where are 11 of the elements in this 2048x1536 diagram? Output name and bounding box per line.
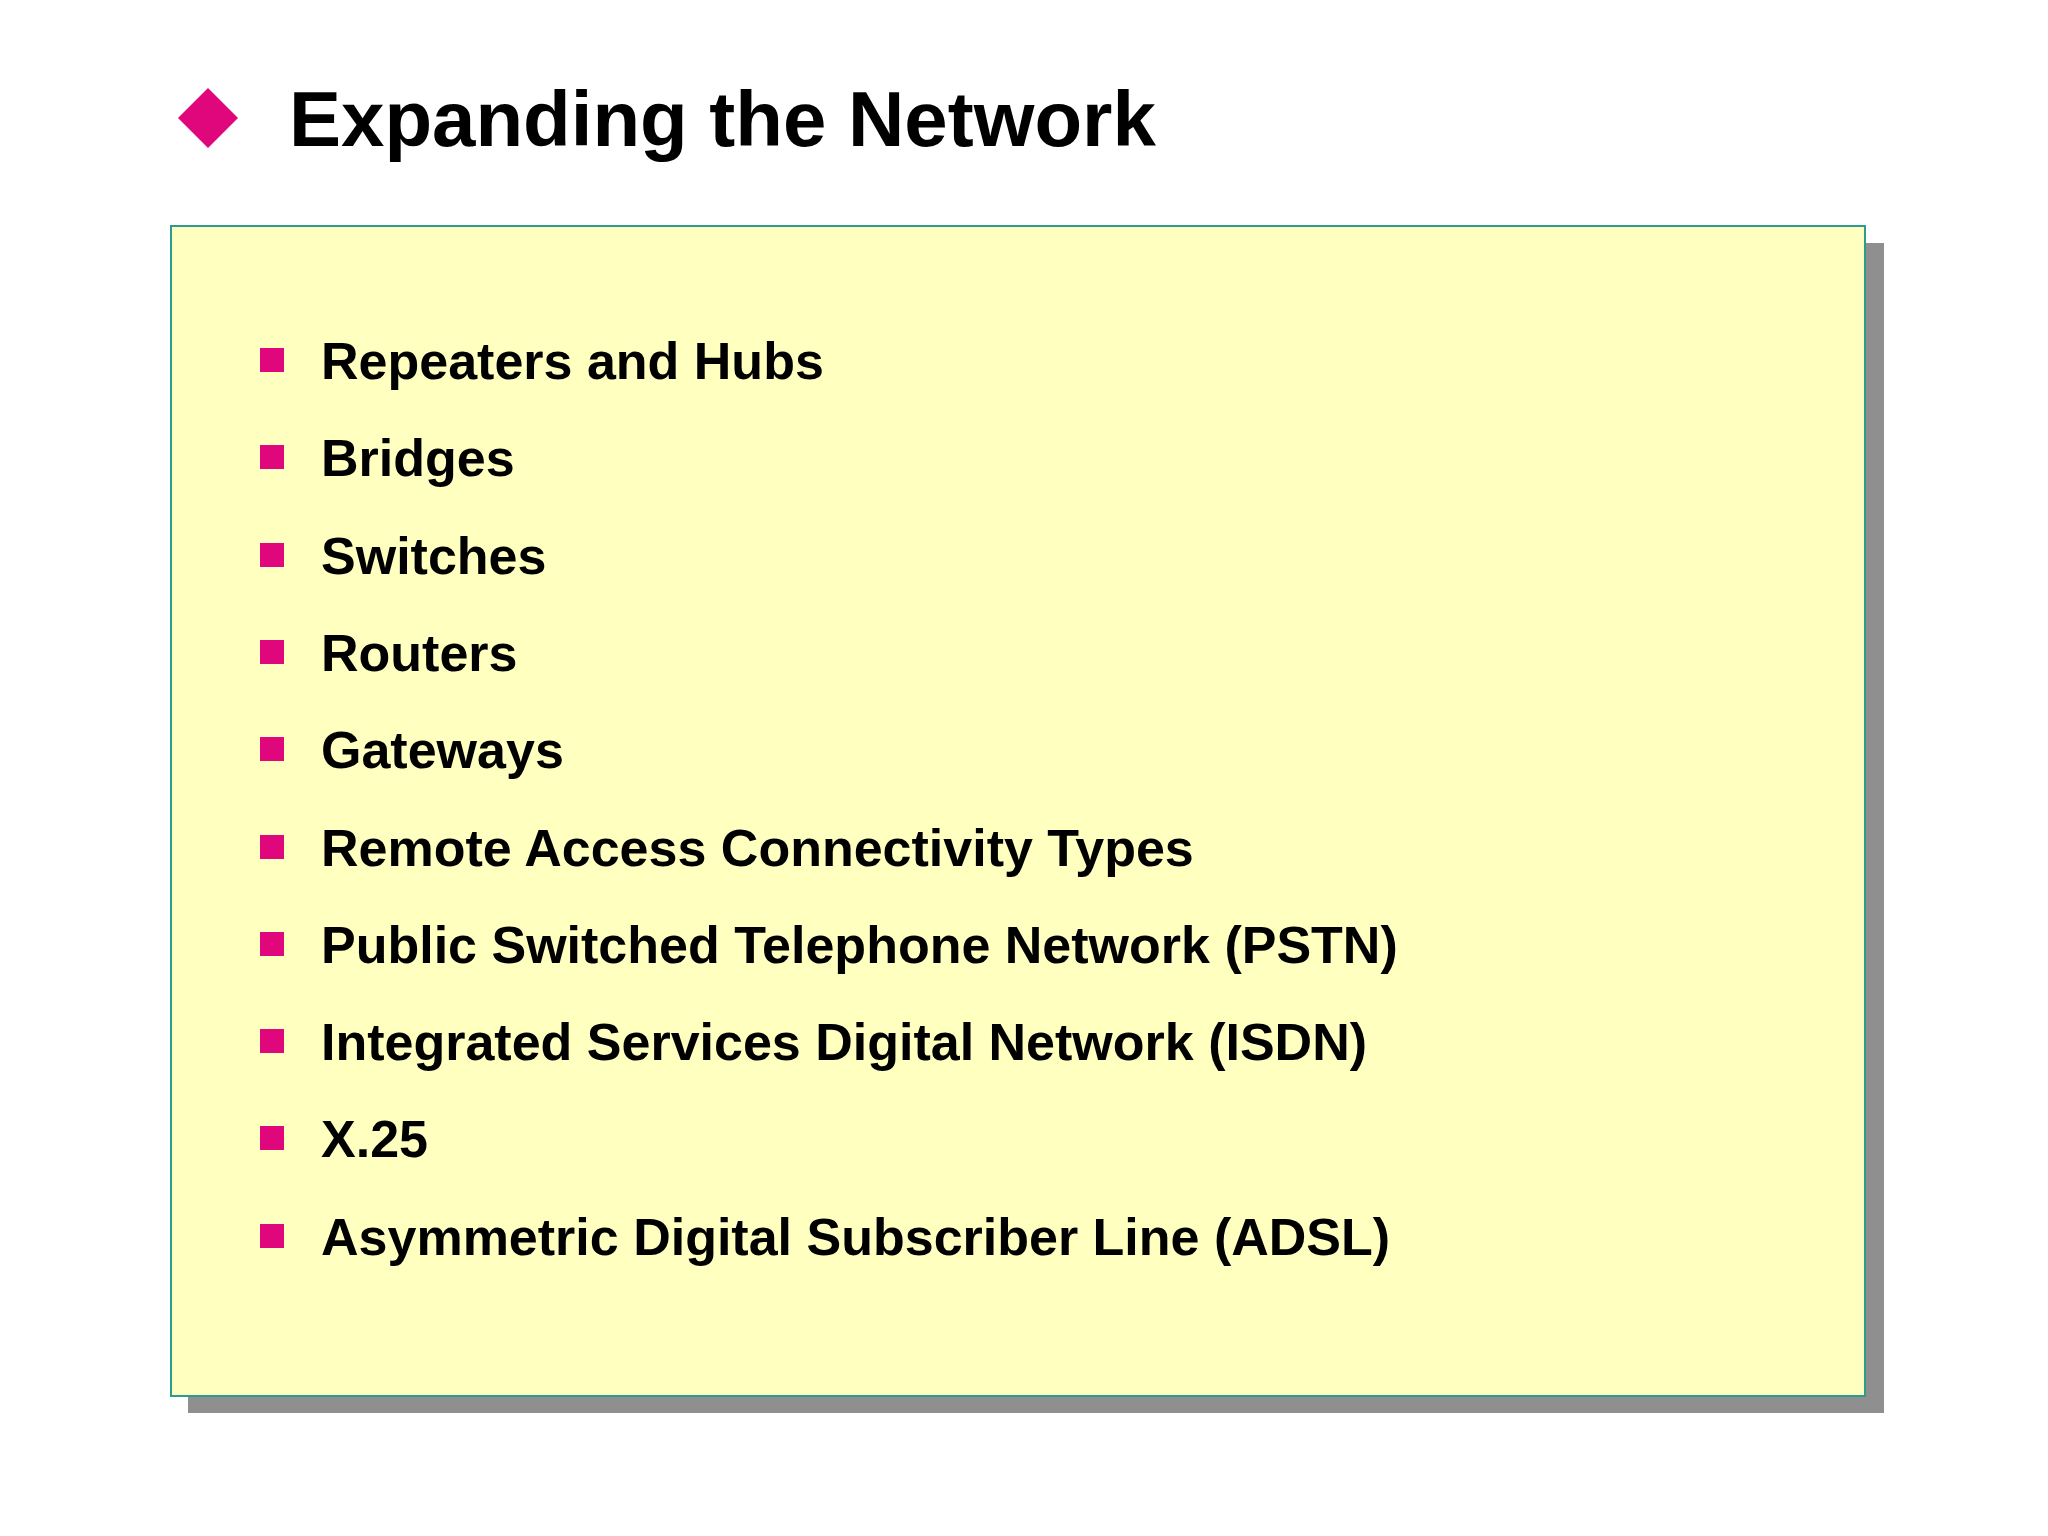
content-panel xyxy=(170,225,1866,1397)
list-item: Bridges xyxy=(321,428,515,489)
list-item: Integrated Services Digital Network (ISDN) xyxy=(321,1012,1368,1073)
list-item: Switches xyxy=(321,525,547,586)
list-item: Gateways xyxy=(321,720,564,781)
list-item: Public Switched Telephone Network (PSTN) xyxy=(321,914,1398,975)
list-item: Routers xyxy=(321,622,518,683)
list-item: Asymmetric Digital Subscriber Line (ADSL) xyxy=(321,1206,1391,1267)
list-item: X.25 xyxy=(321,1109,428,1170)
list-item: Repeaters and Hubs xyxy=(321,331,824,391)
list-item: Remote Access Connectivity Types xyxy=(321,817,1194,878)
